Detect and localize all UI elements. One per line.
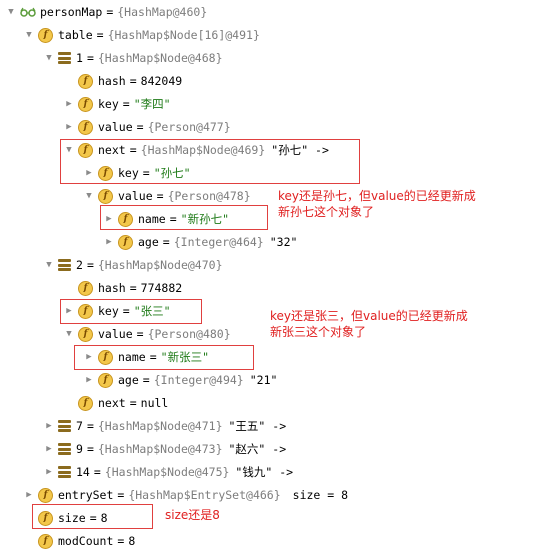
- field-icon: f: [118, 234, 133, 250]
- tree-row-entry-1[interactable]: ▼ 1 = {HashMap$Node@468}: [44, 48, 222, 68]
- field-icon: f: [98, 372, 113, 388]
- expand-arrow-icon[interactable]: ▶: [26, 490, 32, 500]
- expand-arrow-icon[interactable]: ▶: [66, 306, 72, 316]
- tree-row-value[interactable]: ▶ f value = {Person@477}: [64, 117, 231, 137]
- tree-row-name[interactable]: ▶ f name = "新张三": [84, 347, 209, 367]
- expand-arrow-icon[interactable]: ▼: [46, 260, 52, 270]
- expand-arrow-icon[interactable]: ▶: [86, 375, 92, 385]
- field-icon: f: [38, 487, 53, 503]
- field-icon: f: [78, 96, 93, 112]
- field-icon: f: [78, 119, 93, 135]
- tree-row-hash[interactable]: ▶ f hash = 774882: [64, 278, 182, 298]
- expand-arrow-icon[interactable]: ▶: [106, 214, 112, 224]
- tree-row-name[interactable]: ▶ f name = "新孙七": [104, 209, 229, 229]
- tree-row-age[interactable]: ▶ f age = {Integer@494} "21": [84, 370, 277, 390]
- tree-row-key[interactable]: ▶ f key = "李四": [64, 94, 171, 114]
- tree-row-age[interactable]: ▶ f age = {Integer@464} "32": [104, 232, 297, 252]
- array-element-icon: [58, 52, 71, 64]
- field-icon: f: [78, 326, 93, 342]
- tree-row-key[interactable]: ▶ f key = "张三": [64, 301, 171, 321]
- array-element-icon: [58, 420, 71, 432]
- tree-row-personMap[interactable]: ▼ personMap = {HashMap@460}: [6, 2, 207, 22]
- expand-arrow-icon[interactable]: ▶: [46, 467, 52, 477]
- field-icon: f: [38, 533, 53, 549]
- expand-arrow-icon[interactable]: ▼: [66, 145, 72, 155]
- variable-value: {HashMap@460}: [117, 5, 208, 19]
- tree-row-entry-2[interactable]: ▼ 2 = {HashMap$Node@470}: [44, 255, 222, 275]
- tree-row-entrySet[interactable]: ▶ f entrySet = {HashMap$EntrySet@466} si…: [24, 485, 348, 505]
- annotation-note-sunqi: key还是孙七，但value的已经更新成 新孙七这个对象了: [278, 189, 476, 219]
- tree-row-hash[interactable]: ▶ f hash = 842049: [64, 71, 182, 91]
- expand-arrow-icon[interactable]: ▼: [8, 7, 14, 17]
- tree-row-entry-14[interactable]: ▶ 14 = {HashMap$Node@475} "钱九" ->: [44, 462, 293, 482]
- field-icon: f: [78, 142, 93, 158]
- array-element-icon: [58, 466, 71, 478]
- expand-arrow-icon[interactable]: ▶: [106, 237, 112, 247]
- field-icon: f: [78, 303, 93, 319]
- tree-row-modCount[interactable]: ▶ f modCount = 8: [24, 531, 135, 551]
- expand-arrow-icon[interactable]: ▶: [66, 122, 72, 132]
- field-icon: f: [38, 510, 53, 526]
- field-icon: f: [38, 27, 53, 43]
- tree-row-value[interactable]: ▼ f value = {Person@480}: [64, 324, 231, 344]
- array-element-icon: [58, 259, 71, 271]
- tree-row-value[interactable]: ▼ f value = {Person@478}: [84, 186, 251, 206]
- tree-row-key[interactable]: ▶ f key = "孙七": [84, 163, 191, 183]
- tree-row-entry-7[interactable]: ▶ 7 = {HashMap$Node@471} "王五" ->: [44, 416, 286, 436]
- expand-arrow-icon[interactable]: ▼: [86, 191, 92, 201]
- variable-name: personMap: [40, 5, 103, 19]
- watch-glasses-icon: [20, 7, 36, 17]
- expand-arrow-icon[interactable]: ▼: [66, 329, 72, 339]
- expand-arrow-icon[interactable]: ▶: [46, 444, 52, 454]
- field-icon: f: [78, 280, 93, 296]
- field-icon: f: [98, 349, 113, 365]
- expand-arrow-icon[interactable]: ▶: [66, 99, 72, 109]
- field-icon: f: [78, 73, 93, 89]
- field-icon: f: [98, 165, 113, 181]
- expand-arrow-icon[interactable]: ▼: [46, 53, 52, 63]
- array-element-icon: [58, 443, 71, 455]
- expand-arrow-icon[interactable]: ▶: [86, 168, 92, 178]
- annotation-note-zhangsan: key还是张三，但value的已经更新成 新张三这个对象了: [270, 309, 468, 339]
- field-icon: f: [98, 188, 113, 204]
- tree-row-entry-9[interactable]: ▶ 9 = {HashMap$Node@473} "赵六" ->: [44, 439, 286, 459]
- expand-arrow-icon[interactable]: ▶: [86, 352, 92, 362]
- tree-row-next[interactable]: ▶ f next = null: [64, 393, 168, 413]
- expand-arrow-icon[interactable]: ▼: [26, 30, 32, 40]
- annotation-note-size: size还是8: [165, 508, 220, 522]
- field-icon: f: [118, 211, 133, 227]
- tree-row-table[interactable]: ▼ f table = {HashMap$Node[16]@491}: [24, 25, 260, 45]
- tree-row-size[interactable]: ▶ f size = 8: [24, 508, 108, 528]
- tree-row-next[interactable]: ▼ f next = {HashMap$Node@469} "孙七" ->: [64, 140, 329, 160]
- expand-arrow-icon[interactable]: ▶: [46, 421, 52, 431]
- field-icon: f: [78, 395, 93, 411]
